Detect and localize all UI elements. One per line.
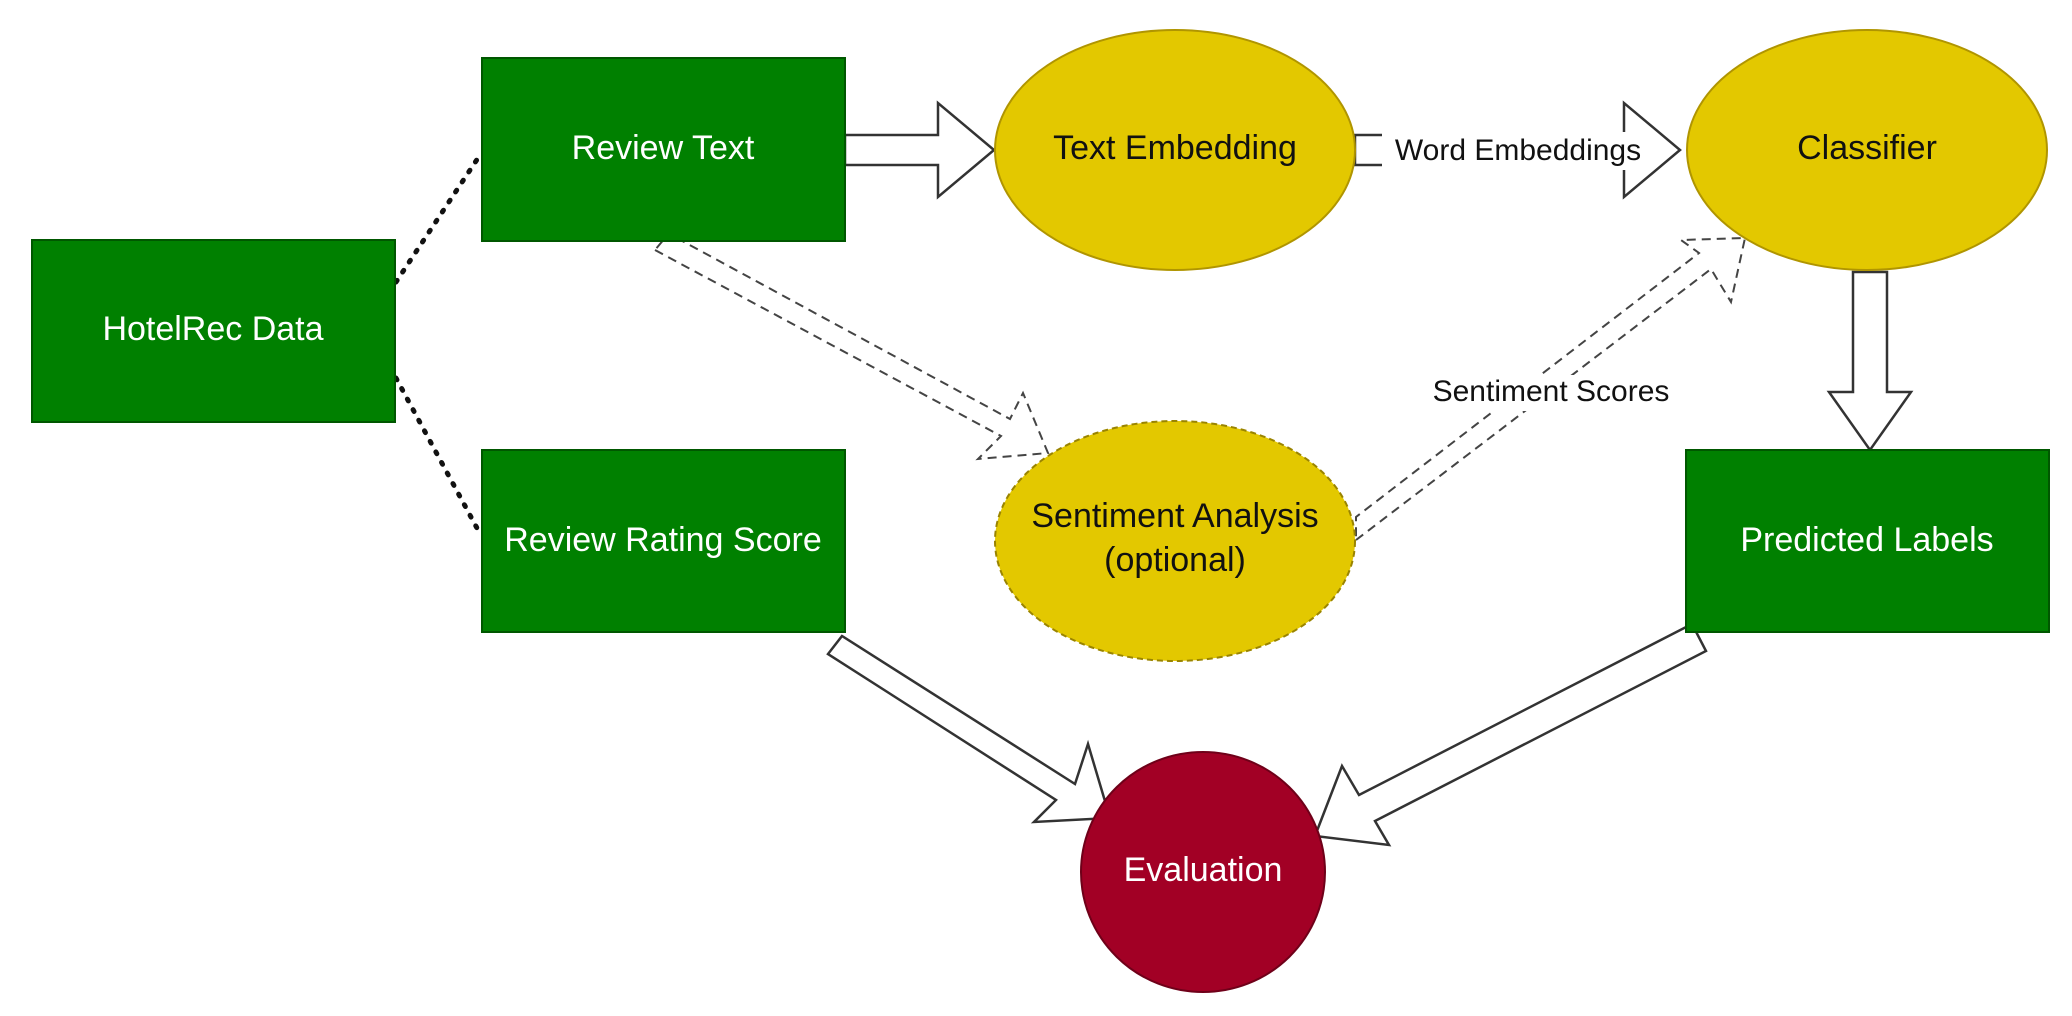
sentiment-scores-edge-label: Sentiment Scores [1433, 375, 1670, 408]
arrow-review-text-to-sentiment [653, 230, 1050, 461]
predicted-labels-box [1685, 449, 2050, 633]
word-embeddings-edge-label: Word Embeddings [1395, 134, 1641, 167]
evaluation-label: Evaluation [1124, 851, 1283, 889]
classifier-ellipse [1686, 29, 2048, 271]
sentiment-analysis-label-line2: (optional) [1104, 541, 1246, 579]
sentiment-analysis-label-line1: Sentiment Analysis [1031, 497, 1318, 535]
connector-hotelrec-to-review-rating [393, 375, 481, 533]
text-embedding-label: Text Embedding [1053, 129, 1297, 167]
predicted-labels-label: Predicted Labels [1740, 521, 1993, 559]
arrow-review-text-to-text-embedding [843, 100, 996, 200]
arrow-review-rating-to-evaluation [826, 634, 1112, 824]
review-text-box [481, 57, 846, 242]
review-rating-score-label: Review Rating Score [504, 521, 821, 559]
hotelrec-data-label: HotelRec Data [102, 310, 323, 348]
arrow-classifier-to-predicted-labels [1826, 270, 1914, 453]
word-embeddings-label-bg [1382, 132, 1654, 170]
arrow-predicted-labels-to-evaluation [1313, 622, 1708, 847]
evaluation-circle [1080, 751, 1326, 993]
connector-hotelrec-to-review-text [393, 155, 481, 285]
classifier-label: Classifier [1797, 129, 1937, 167]
hotelrec-data-box [31, 239, 396, 423]
sentiment-scores-label-bg [1418, 375, 1684, 411]
review-text-label: Review Text [572, 129, 755, 167]
sentiment-analysis-ellipse [994, 420, 1356, 662]
review-rating-score-box [481, 449, 846, 633]
text-embedding-ellipse [994, 29, 1356, 271]
